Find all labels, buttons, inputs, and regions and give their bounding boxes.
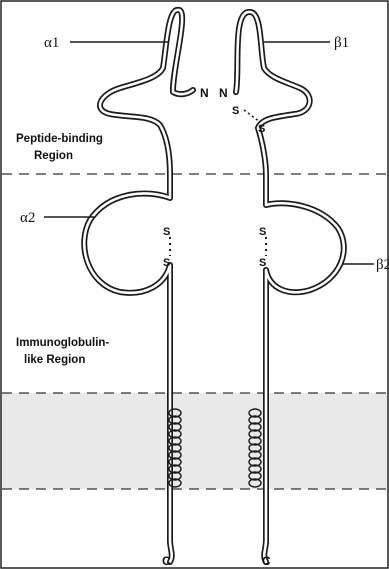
s-beta2-bottom: S: [259, 257, 266, 269]
peptide-region-label-line2: Region: [34, 150, 73, 162]
beta-n-terminus: N: [219, 86, 228, 100]
s-alpha2-top: S: [163, 226, 170, 238]
immuno-region-label-line2: like Region: [24, 354, 85, 366]
peptide-region-label-line1: Peptide-binding: [16, 133, 103, 145]
cell-membrane: [2, 393, 387, 489]
alpha-n-terminus: N: [200, 86, 209, 100]
disulfide-bond-beta1: [244, 110, 260, 122]
immuno-region-label-line1: Immunoglobulin-: [16, 337, 109, 349]
s-beta1-bottom: S: [258, 123, 265, 135]
s-beta1-top: S: [232, 105, 239, 117]
alpha1-label: α1: [44, 35, 59, 51]
beta1-label: β1: [334, 35, 349, 51]
beta2-label: β2: [376, 257, 389, 273]
s-beta2-top: S: [259, 226, 266, 238]
alpha-c-terminus: C: [162, 554, 171, 568]
beta-c-terminus: C: [262, 554, 271, 568]
alpha2-label: α2: [20, 210, 35, 226]
s-alpha2-bottom: S: [163, 257, 170, 269]
